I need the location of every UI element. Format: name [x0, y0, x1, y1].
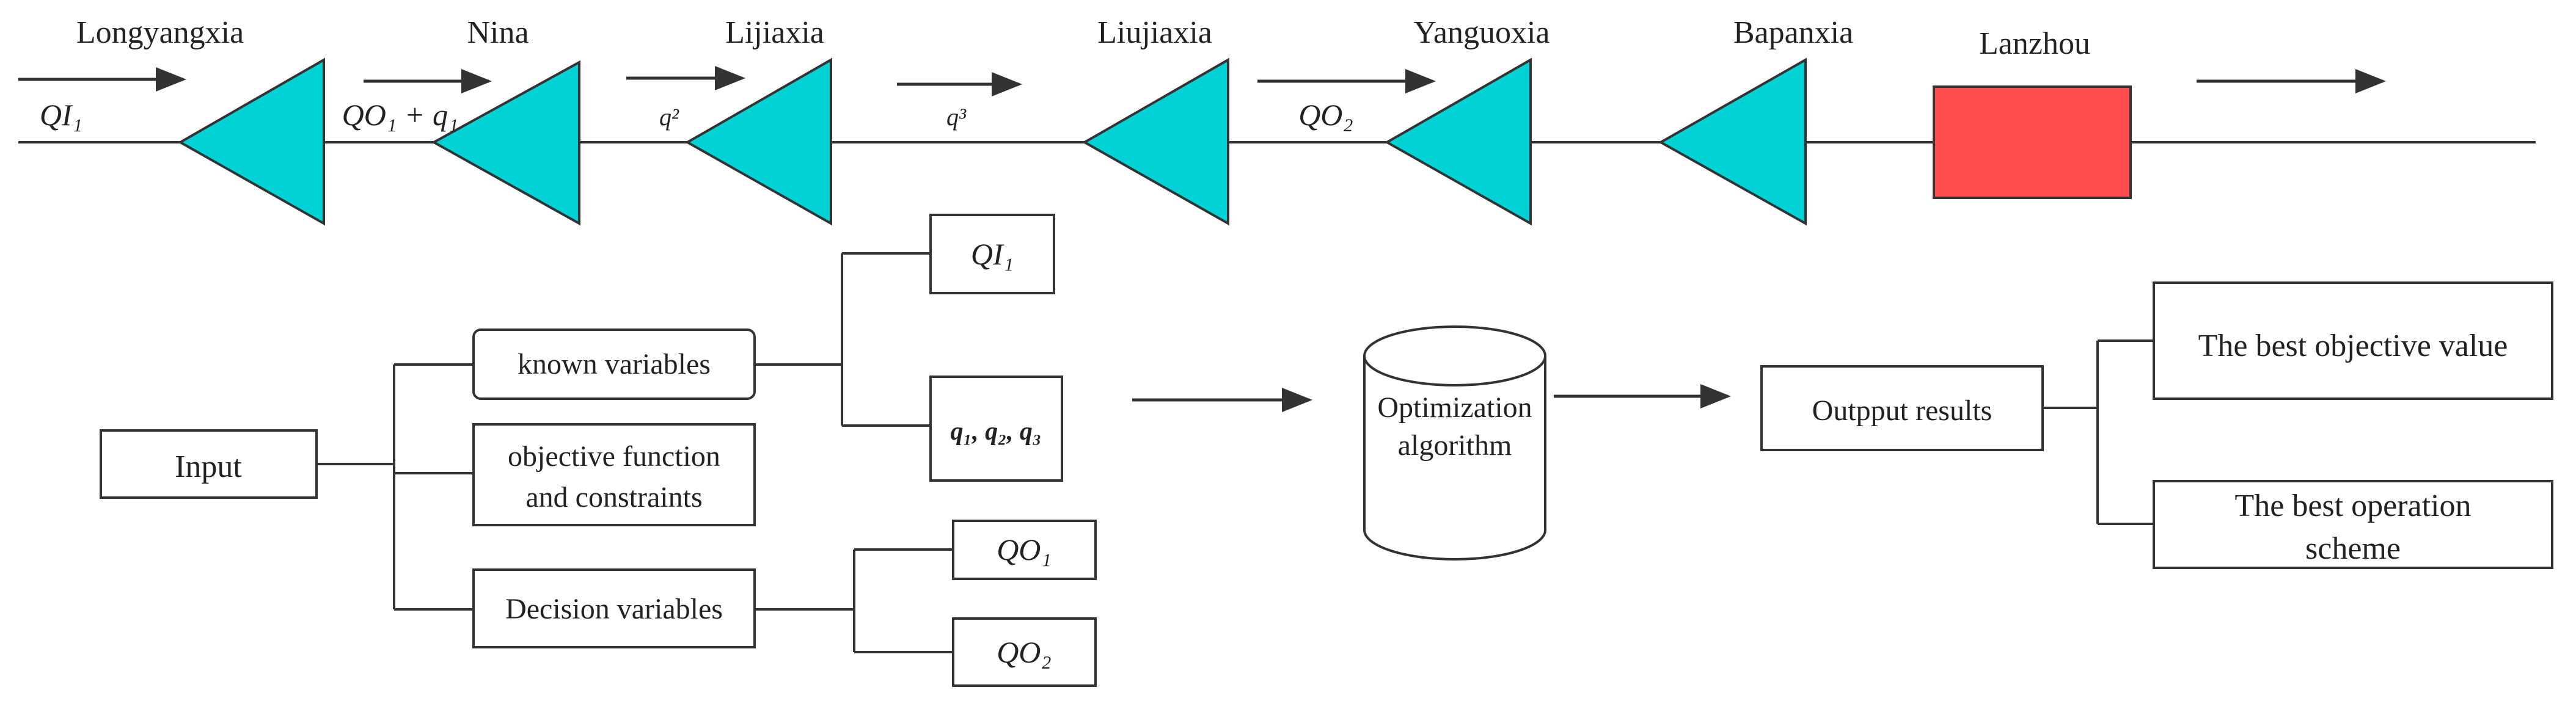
best-scheme-label-line2: scheme	[2305, 531, 2401, 566]
input-box	[100, 429, 318, 499]
reservoir-longyangxia	[177, 57, 325, 226]
objective-label-line1: objective function	[508, 440, 720, 473]
algorithm-label-line1: Optimization	[1377, 391, 1532, 424]
algorithm-cylinder: Optimization algorithm	[1363, 325, 1546, 561]
lanzhou-box	[1933, 85, 2132, 199]
station-label-nina: Nina	[467, 15, 529, 50]
known-q-box	[929, 376, 1063, 482]
output-results-box	[1760, 365, 2044, 451]
reservoir-lijiaxia	[684, 57, 832, 226]
best-scheme-label-line1: The best operation	[2235, 488, 2472, 523]
station-label-yanguoxia: Yanguoxia	[1414, 15, 1550, 50]
reservoir-nina	[431, 60, 580, 226]
station-label-liujiaxia: Liujiaxia	[1097, 15, 1212, 50]
output-results-label: Outpput results	[1812, 394, 1992, 427]
known-qi1-box	[929, 214, 1055, 294]
best-scheme-box	[2153, 480, 2553, 569]
flow-label-q2: q²	[659, 103, 679, 131]
decision-qo1-label: QO₁	[997, 532, 1052, 567]
best-value-label: The best objective value	[2198, 328, 2508, 363]
decision-variables-box	[472, 568, 756, 648]
flow-label-qo2: QO₂	[1298, 98, 1353, 132]
station-label-bapanxia: Bapanxia	[1733, 15, 1853, 50]
flow-label-q3: q³	[946, 103, 967, 131]
station-label-lijiaxia: Lijiaxia	[725, 15, 824, 50]
station-label-lanzhou: Lanzhou	[1979, 26, 2090, 61]
station-label-longyangxia: Longyangxia	[76, 15, 244, 50]
reservoir-yanguoxia	[1384, 57, 1532, 226]
known-qi1-label: QI₁	[971, 237, 1014, 271]
known-variables-label: known variables	[518, 348, 711, 380]
decision-qo1-box	[952, 520, 1097, 580]
objective-box	[472, 423, 756, 526]
best-value-box	[2153, 281, 2553, 400]
flowchart: Input known variables objective function…	[100, 214, 2553, 687]
input-label: Input	[175, 449, 242, 484]
decision-qo2-label: QO₂	[997, 635, 1052, 669]
known-q-label: q₁, q₂, q₃	[951, 418, 1042, 446]
flow-label-qi1: QI₁	[40, 98, 82, 132]
algorithm-label-line2: algorithm	[1398, 429, 1512, 462]
river-system: Longyangxia Nina Lijiaxia Liujiaxia Yang…	[18, 15, 2536, 226]
reservoir-liujiaxia	[1081, 57, 1229, 226]
reservoir-bapanxia	[1658, 57, 1807, 226]
decision-variables-label: Decision variables	[505, 593, 723, 625]
decision-qo2-box	[952, 617, 1097, 687]
objective-label-line2: and constraints	[525, 481, 702, 513]
flow-label-qo1-q1: QO₁ + q₁	[342, 98, 459, 132]
